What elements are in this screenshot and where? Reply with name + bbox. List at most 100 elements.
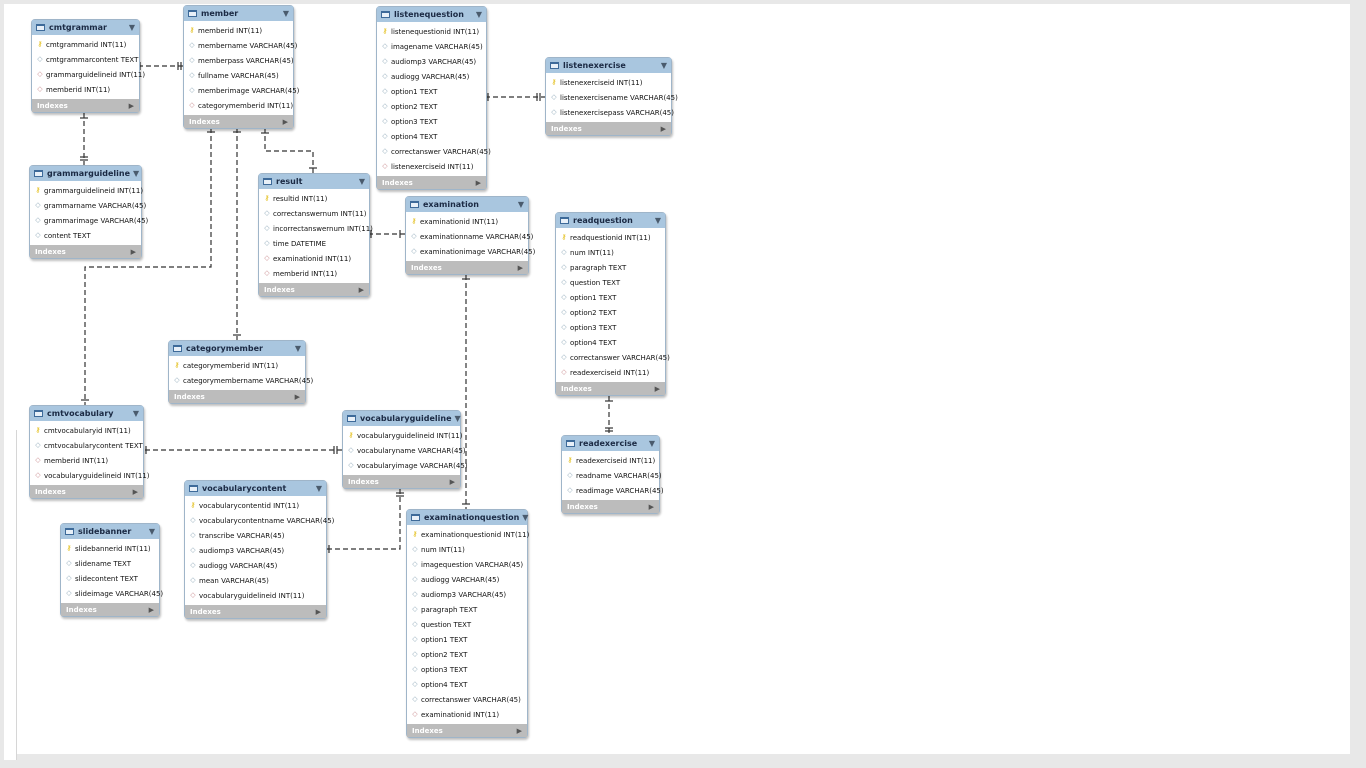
column-row[interactable]: ◇membername VARCHAR(45) <box>184 38 297 53</box>
column-row[interactable]: ◇option4 TEXT <box>556 335 665 350</box>
column-row[interactable]: ◇content TEXT <box>30 228 141 243</box>
column-row[interactable]: ◇memberpass VARCHAR(45) <box>184 53 293 68</box>
table-header[interactable]: listenequestion▼ <box>377 7 486 22</box>
column-row[interactable]: ⚷readquestionid INT(11) <box>556 230 665 245</box>
column-row[interactable]: ◇slidecontent TEXT <box>61 571 159 586</box>
table-header[interactable]: cmtgrammar▼ <box>32 20 139 35</box>
table-header[interactable]: slidebanner▼ <box>61 524 159 539</box>
table-header[interactable]: examinationquestion▼ <box>407 510 528 525</box>
column-row[interactable]: ◇vocabularyguidelineid INT(11) <box>185 588 326 603</box>
table-slidebanner[interactable]: slidebanner▼⚷slidebannerid INT(11)◇slide… <box>60 523 163 617</box>
triangle-down-icon[interactable]: ▼ <box>148 527 155 536</box>
column-row[interactable]: ◇grammarimage VARCHAR(45) <box>30 213 148 228</box>
column-row[interactable]: ◇num INT(11) <box>407 542 527 557</box>
column-row[interactable]: ◇option4 TEXT <box>377 129 486 144</box>
column-row[interactable]: ⚷examinationid INT(11) <box>406 214 528 229</box>
rel-member-result[interactable] <box>264 128 314 173</box>
indexes-section[interactable]: Indexes▶ <box>556 382 665 395</box>
table-result[interactable]: result▼⚷resultid INT(11)◇correctanswernu… <box>258 173 373 297</box>
column-row[interactable]: ◇vocabularycontentname VARCHAR(45) <box>185 513 334 528</box>
table-header[interactable]: cmtvocabulary▼ <box>30 406 143 421</box>
triangle-right-icon[interactable]: ▶ <box>148 605 154 614</box>
triangle-right-icon[interactable]: ▶ <box>294 392 300 401</box>
column-row[interactable]: ⚷grammarguidelineid INT(11) <box>30 183 143 198</box>
triangle-down-icon[interactable]: ▼ <box>315 484 322 493</box>
column-row[interactable]: ◇option1 TEXT <box>407 632 527 647</box>
column-row[interactable]: ◇cmtvocabularycontent TEXT <box>30 438 143 453</box>
column-row[interactable]: ◇audiomp3 VARCHAR(45) <box>377 54 486 69</box>
triangle-right-icon[interactable]: ▶ <box>358 285 364 294</box>
column-row[interactable]: ◇readname VARCHAR(45) <box>562 468 661 483</box>
indexes-section[interactable]: Indexes▶ <box>184 115 293 128</box>
column-row[interactable]: ⚷readexerciseid INT(11) <box>562 453 659 468</box>
column-row[interactable]: ◇grammarname VARCHAR(45) <box>30 198 146 213</box>
column-row[interactable]: ◇imagename VARCHAR(45) <box>377 39 486 54</box>
table-grammarguideline[interactable]: grammarguideline▼ ⚷grammarguidelineid INT… <box>29 165 148 259</box>
column-row[interactable]: ◇listenexercisepass VARCHAR(45) <box>546 105 674 120</box>
column-row[interactable]: ◇question TEXT <box>407 617 527 632</box>
column-row[interactable]: ◇vocabularyguidelineid INT(11) <box>30 468 149 483</box>
rel-vocabularyguideline-vocabularycontent[interactable] <box>325 489 401 550</box>
column-row[interactable]: ◇option2 TEXT <box>556 305 665 320</box>
column-row[interactable]: ◇option2 TEXT <box>377 99 486 114</box>
table-header[interactable]: member▼ <box>184 6 293 21</box>
column-row[interactable]: ◇grammarguidelineid INT(11) <box>32 67 145 82</box>
column-row[interactable]: ◇correctanswer VARCHAR(45) <box>407 692 527 707</box>
table-vocabularyguideline[interactable]: vocabularyguideline▼ ⚷vocabularyguideline… <box>342 410 468 489</box>
table-header[interactable]: listenexercise▼ <box>546 58 671 73</box>
triangle-right-icon[interactable]: ▶ <box>130 247 136 256</box>
triangle-right-icon[interactable]: ▶ <box>282 117 288 126</box>
table-header[interactable]: readexercise▼ <box>562 436 659 451</box>
column-row[interactable]: ⚷categorymemberid INT(11) <box>169 358 305 373</box>
rel-member-cmtvocabulary[interactable] <box>84 128 212 405</box>
column-row[interactable]: ◇option2 TEXT <box>407 647 527 662</box>
column-row[interactable]: ◇audiogg VARCHAR(45) <box>185 558 326 573</box>
column-row[interactable]: ⚷vocabularyguidelineid INT(11) <box>343 428 462 443</box>
column-row[interactable]: ◇correctanswer VARCHAR(45) <box>377 144 491 159</box>
triangle-down-icon[interactable]: ▼ <box>648 439 655 448</box>
triangle-down-icon[interactable]: ▼ <box>282 9 289 18</box>
table-readexercise[interactable]: readexercise▼⚷readexerciseid INT(11)◇rea… <box>561 435 664 514</box>
table-examinationquestion[interactable]: examinationquestion▼ ⚷examinationquestion… <box>406 509 529 738</box>
column-row[interactable]: ⚷examinationquestionid INT(11) <box>407 527 529 542</box>
indexes-section[interactable]: Indexes▶ <box>343 475 460 488</box>
indexes-section[interactable]: Indexes▶ <box>185 605 326 618</box>
column-row[interactable]: ◇slidename TEXT <box>61 556 159 571</box>
triangle-down-icon[interactable]: ▼ <box>128 23 135 32</box>
indexes-section[interactable]: Indexes▶ <box>406 261 528 274</box>
table-header[interactable]: grammarguideline▼ <box>30 166 141 181</box>
column-row[interactable]: ◇option3 TEXT <box>377 114 486 129</box>
triangle-down-icon[interactable]: ▼ <box>358 177 365 186</box>
column-row[interactable]: ◇examinationid INT(11) <box>407 707 527 722</box>
indexes-section[interactable]: Indexes▶ <box>546 122 671 135</box>
column-row[interactable]: ◇option1 TEXT <box>377 84 486 99</box>
table-header[interactable]: vocabularyguideline▼ <box>343 411 461 426</box>
table-listenexercise[interactable]: listenexercise▼ ⚷listenexerciseid INT(11)… <box>545 57 678 136</box>
indexes-section[interactable]: Indexes▶ <box>32 99 139 112</box>
column-row[interactable]: ⚷listenexerciseid INT(11) <box>546 75 671 90</box>
triangle-right-icon[interactable]: ▶ <box>132 487 138 496</box>
table-vocabularycontent[interactable]: vocabularycontent▼⚷vocabularycontentid I… <box>184 480 334 619</box>
column-row[interactable]: ◇examinationname VARCHAR(45) <box>406 229 533 244</box>
column-row[interactable]: ◇question TEXT <box>556 275 665 290</box>
table-cmtgrammar[interactable]: cmtgrammar▼⚷cmtgrammarid INT(11)◇cmtgram… <box>31 19 145 113</box>
table-categorymember[interactable]: categorymember▼⚷categorymemberid INT(11)… <box>168 340 313 404</box>
column-row[interactable]: ◇readexerciseid INT(11) <box>556 365 665 380</box>
column-row[interactable]: ◇audiogg VARCHAR(45) <box>407 572 527 587</box>
column-row[interactable]: ◇audiomp3 VARCHAR(45) <box>185 543 326 558</box>
column-row[interactable]: ⚷vocabularycontentid INT(11) <box>185 498 326 513</box>
triangle-right-icon[interactable]: ▶ <box>475 178 481 187</box>
triangle-right-icon[interactable]: ▶ <box>648 502 654 511</box>
indexes-section[interactable]: Indexes▶ <box>562 500 659 513</box>
triangle-down-icon[interactable]: ▼ <box>654 216 661 225</box>
column-row[interactable]: ◇categorymembername VARCHAR(45) <box>169 373 313 388</box>
column-row[interactable]: ◇option4 TEXT <box>407 677 527 692</box>
column-row[interactable]: ◇readimage VARCHAR(45) <box>562 483 663 498</box>
indexes-section[interactable]: Indexes▶ <box>61 603 159 616</box>
column-row[interactable]: ◇audiomp3 VARCHAR(45) <box>407 587 527 602</box>
table-listenequestion[interactable]: listenequestion▼⚷listenequestionid INT(1… <box>376 6 491 190</box>
column-row[interactable]: ◇paragraph TEXT <box>407 602 527 617</box>
column-row[interactable]: ⚷resultid INT(11) <box>259 191 369 206</box>
table-cmtvocabulary[interactable]: cmtvocabulary▼⚷cmtvocabularyid INT(11)◇c… <box>29 405 149 499</box>
triangle-down-icon[interactable]: ▼ <box>133 169 140 178</box>
